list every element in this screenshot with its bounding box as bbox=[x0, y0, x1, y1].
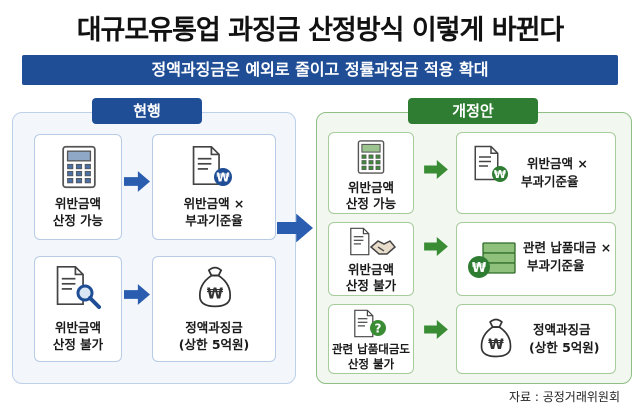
arrow-right-icon bbox=[424, 320, 448, 339]
current-header: 현행 bbox=[92, 98, 202, 124]
revised-row1-condition-card: 위반금액 산정 가능 bbox=[328, 132, 414, 214]
svg-text:₩: ₩ bbox=[472, 261, 487, 276]
current-row2-right-line2: (상한 5억원) bbox=[178, 337, 250, 352]
calculator-icon bbox=[61, 145, 97, 189]
svg-text:₩: ₩ bbox=[216, 171, 230, 185]
revised-row2-right-line2: 부과기준율 bbox=[527, 258, 585, 273]
revised-row2-left-line2: 산정 불가 bbox=[345, 278, 397, 293]
source-note: 자료 : 공정거래위원회 bbox=[508, 390, 620, 404]
revised-row2-result-card: ₩ 관련 납품대금 × 부과기준율 bbox=[456, 222, 616, 296]
revised-row1-result-card: ₩ 위반금액 × 부과기준율 bbox=[456, 132, 616, 214]
current-row2-result-card: 정액과징금 (상한 5억원) bbox=[152, 256, 276, 362]
current-row1-left-line2: 산정 가능 bbox=[52, 213, 104, 228]
svg-text:?: ? bbox=[375, 322, 382, 336]
current-row1-condition-card: 위반금액 산정 가능 bbox=[34, 134, 122, 240]
arrow-right-icon bbox=[424, 237, 448, 256]
won-coin-icon: ₩ bbox=[214, 168, 232, 186]
won-coin-icon: ₩ bbox=[492, 166, 508, 182]
page-title: 대규모유통업 과징금 산정방식 이렇게 바뀐다 bbox=[76, 15, 565, 46]
revised-row1-right-line2: 부과기준율 bbox=[521, 174, 579, 189]
current-row2-right-line1: 정액과징금 bbox=[185, 320, 243, 335]
current-row2-left-line2: 산정 불가 bbox=[52, 337, 104, 352]
arrow-right-icon bbox=[277, 213, 313, 243]
current-row2-left-line1: 위반금액 bbox=[54, 320, 101, 335]
revised-row3-right-line1: 정액과징금 bbox=[533, 322, 591, 337]
calculator-icon bbox=[357, 139, 385, 175]
revised-row2-left-line1: 위반금액 bbox=[347, 262, 394, 277]
current-row2-condition-card: 위반금액 산정 불가 bbox=[34, 256, 122, 362]
cash-stack-icon: ₩ bbox=[468, 242, 516, 278]
arrow-right-icon bbox=[124, 171, 150, 192]
arrow-right-icon bbox=[124, 284, 150, 305]
revised-row3-left-line1: 관련 납품대금도 bbox=[331, 342, 411, 356]
handshake-icon bbox=[369, 240, 397, 255]
revised-row2-right-line1: 관련 납품대금 × bbox=[523, 240, 612, 255]
revised-row1-left-line1: 위반금액 bbox=[347, 180, 394, 195]
current-row1-left-line1: 위반금액 bbox=[54, 196, 101, 211]
money-bag-icon bbox=[193, 265, 237, 309]
current-row1-result-card: ₩ 위반금액 × 부과기준율 bbox=[152, 134, 276, 240]
revised-row3-left-line2: 산정 불가 bbox=[347, 357, 395, 371]
question-icon: ? bbox=[370, 320, 386, 336]
revised-row2-condition-card: 위반금액 산정 불가 bbox=[328, 222, 414, 296]
revised-row3-right-line2: (상한 5억원) bbox=[529, 340, 600, 355]
current-row1-right-line2: 부과기준율 bbox=[185, 213, 243, 228]
money-bag-icon bbox=[475, 317, 517, 359]
revised-row1-left-line2: 산정 가능 bbox=[345, 196, 397, 211]
current-row1-right-line1: 위반금액 × bbox=[183, 196, 245, 211]
revised-header: 개정안 bbox=[408, 98, 538, 124]
arrow-right-icon bbox=[424, 160, 448, 179]
revised-row3-result-card: 정액과징금 (상한 5억원) bbox=[456, 304, 616, 374]
svg-text:₩: ₩ bbox=[494, 168, 506, 181]
magnifier-icon bbox=[76, 284, 101, 309]
subtitle-banner: 정액과징금은 예외로 줄이고 정률과징금 적용 확대 bbox=[22, 55, 618, 85]
revised-row1-right-line1: 위반금액 × bbox=[527, 156, 588, 171]
revised-row3-condition-card: ? 관련 납품대금도 산정 불가 bbox=[328, 304, 414, 374]
